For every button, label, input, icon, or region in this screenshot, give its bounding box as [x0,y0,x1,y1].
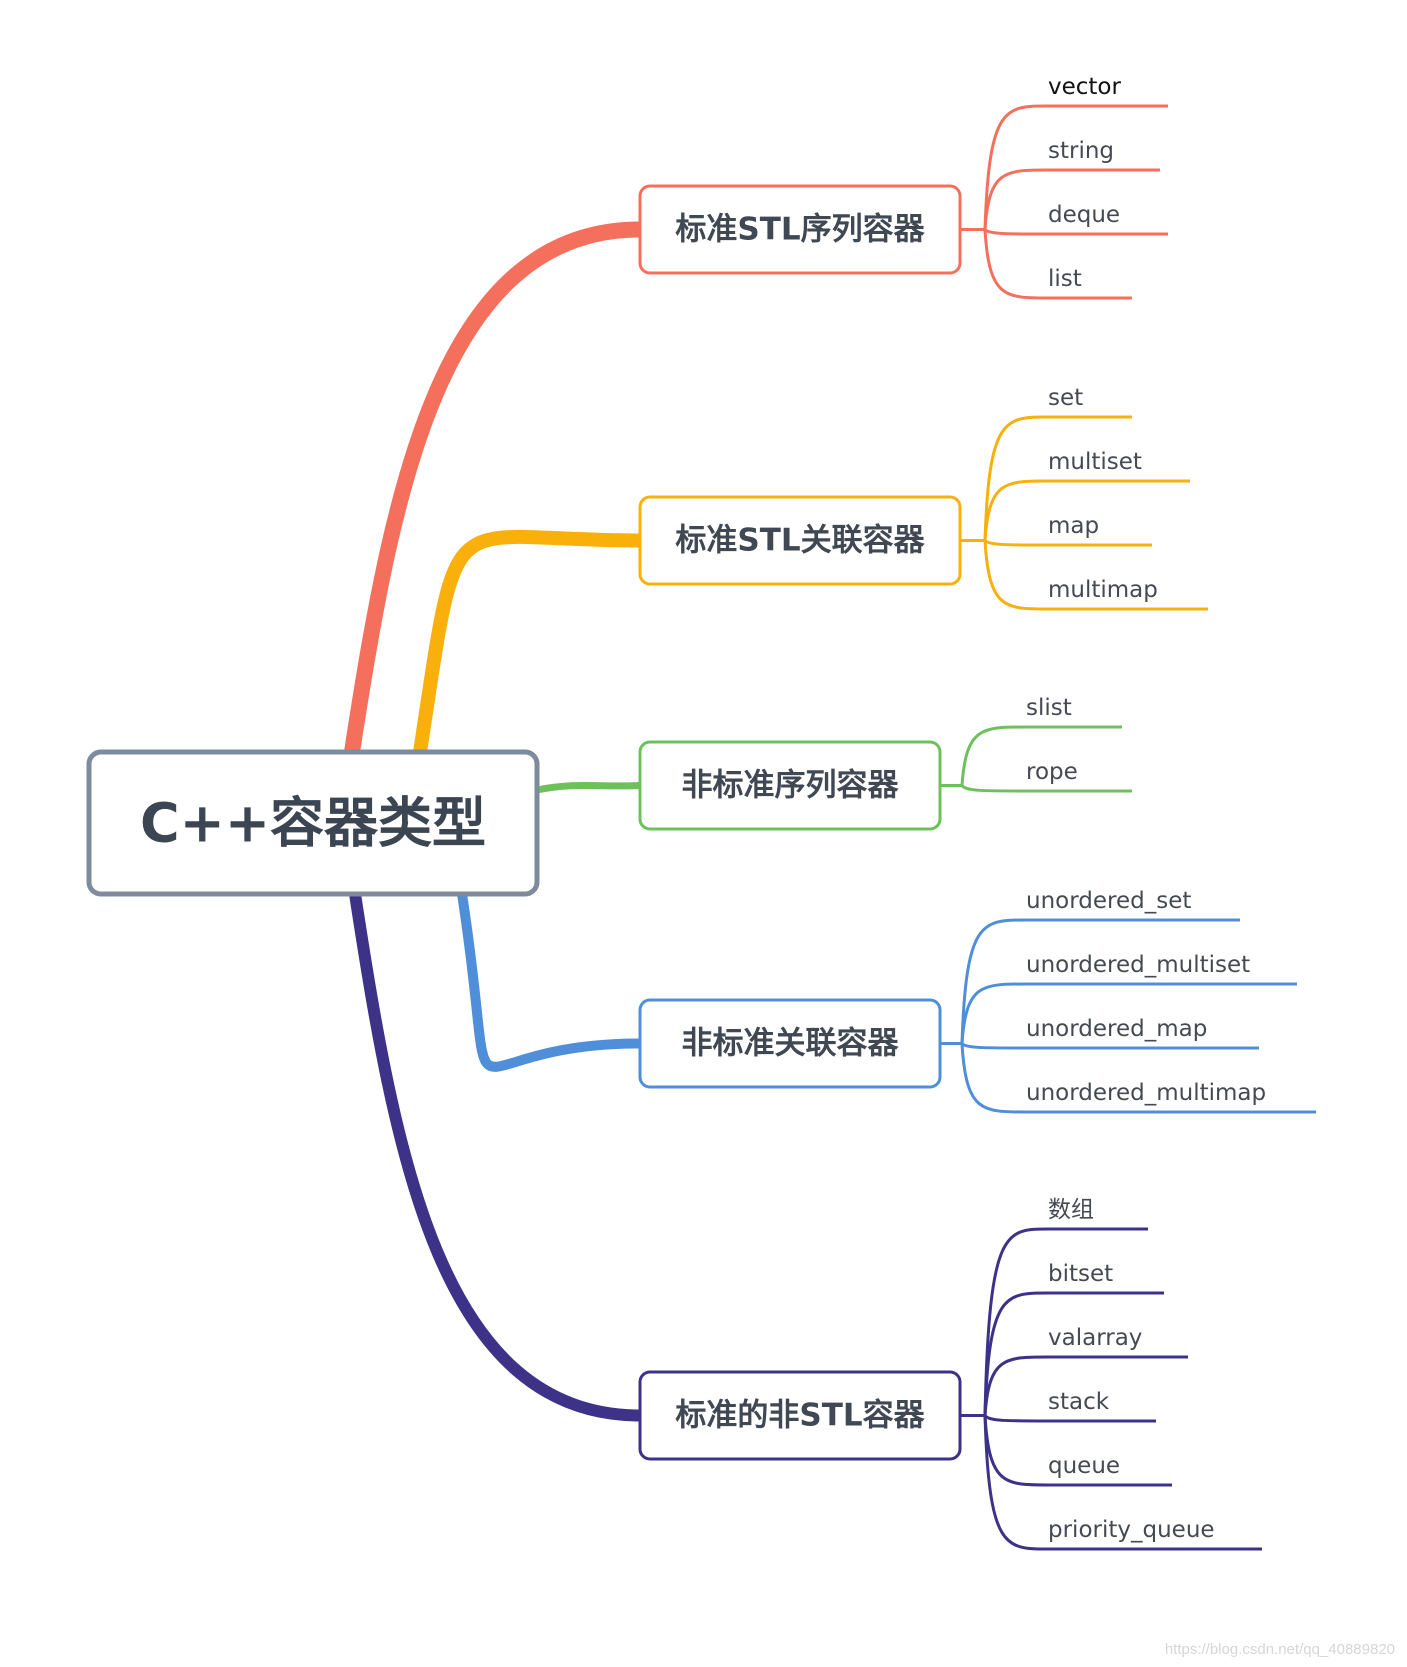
root-layer: C++容器类型 [86,749,540,897]
leaf-connector [983,1227,1148,1416]
branch-node[interactable]: 标准STL序列容器 [638,184,962,275]
leaf-label[interactable]: stack [1048,1389,1110,1415]
leaf-label[interactable]: unordered_multimap [1026,1080,1266,1106]
leaf-connector [960,784,1132,793]
branch-label: 非标准序列容器 [682,768,900,804]
leaf-label[interactable]: 数组 [1048,1197,1094,1223]
leaf-label[interactable]: rope [1026,759,1078,785]
leaf-label[interactable]: unordered_map [1026,1016,1207,1042]
trunk-connector [344,221,648,760]
leaf-label[interactable]: vector [1048,74,1121,100]
branch-node[interactable]: 标准STL关联容器 [638,495,962,586]
leaf-connector [983,1414,1156,1423]
leaf-connector [983,540,1208,611]
branch-box[interactable] [638,740,942,831]
trunk-connector [413,529,647,759]
branch-box[interactable] [638,998,942,1089]
watermark-text: https://blog.csdn.net/qq_40889820 [1165,1641,1395,1658]
leaf-connector [960,982,1297,1044]
root-label: C++容器类型 [140,792,486,855]
branch-node[interactable]: 非标准关联容器 [638,998,942,1089]
leaf-label[interactable]: bitset [1048,1261,1113,1287]
trunk-connector [349,888,646,1422]
leaf-connector [960,725,1122,786]
leaf-connector [983,539,1152,547]
leaf-connector [960,918,1240,1044]
leaf-label[interactable]: map [1048,513,1099,539]
leaf-label[interactable]: list [1048,266,1082,292]
branch-box[interactable] [638,184,962,275]
trunk-connector [457,889,645,1072]
node-layer: 标准STL序列容器 vector string deque list 标准STL关联容器 s… [638,74,1266,1543]
leaf-connector [983,479,1190,541]
leaf-connector [960,1043,1316,1114]
connector-layer [344,104,1316,1551]
leaf-label[interactable]: multiset [1048,449,1142,475]
leaf-label[interactable]: string [1048,138,1114,164]
branch-label: 非标准关联容器 [682,1026,900,1062]
branch-label: 标准STL序列容器 [675,212,925,248]
branch-node[interactable]: 非标准序列容器 [638,740,942,831]
leaf-connector [983,1291,1164,1416]
leaf-connector [960,1042,1259,1050]
branch-label: 标准的非STL容器 [675,1398,925,1434]
leaf-label[interactable]: multimap [1048,577,1158,603]
leaf-connector [983,415,1132,541]
leaf-connector [983,228,1168,236]
leaf-connector [983,168,1160,230]
branch-box[interactable] [638,1370,962,1461]
branch-box[interactable] [638,495,962,586]
leaf-label[interactable]: slist [1026,695,1072,721]
leaf-connector [983,1355,1188,1416]
leaf-label[interactable]: deque [1048,202,1120,228]
leaf-connector [983,1415,1262,1551]
leaf-label[interactable]: queue [1048,1453,1120,1479]
branch-node[interactable]: 标准的非STL容器 [638,1370,962,1461]
leaf-label[interactable]: priority_queue [1048,1517,1215,1543]
leaf-label[interactable]: unordered_set [1026,888,1191,914]
leaf-connector [983,229,1132,300]
branch-label: 标准STL关联容器 [675,523,925,559]
trunk-connector [533,781,644,794]
root-node[interactable] [86,749,540,897]
leaf-label[interactable]: set [1048,385,1083,411]
leaf-label[interactable]: unordered_multiset [1026,952,1250,978]
leaf-label[interactable]: valarray [1048,1325,1142,1351]
leaf-connector [983,104,1168,230]
